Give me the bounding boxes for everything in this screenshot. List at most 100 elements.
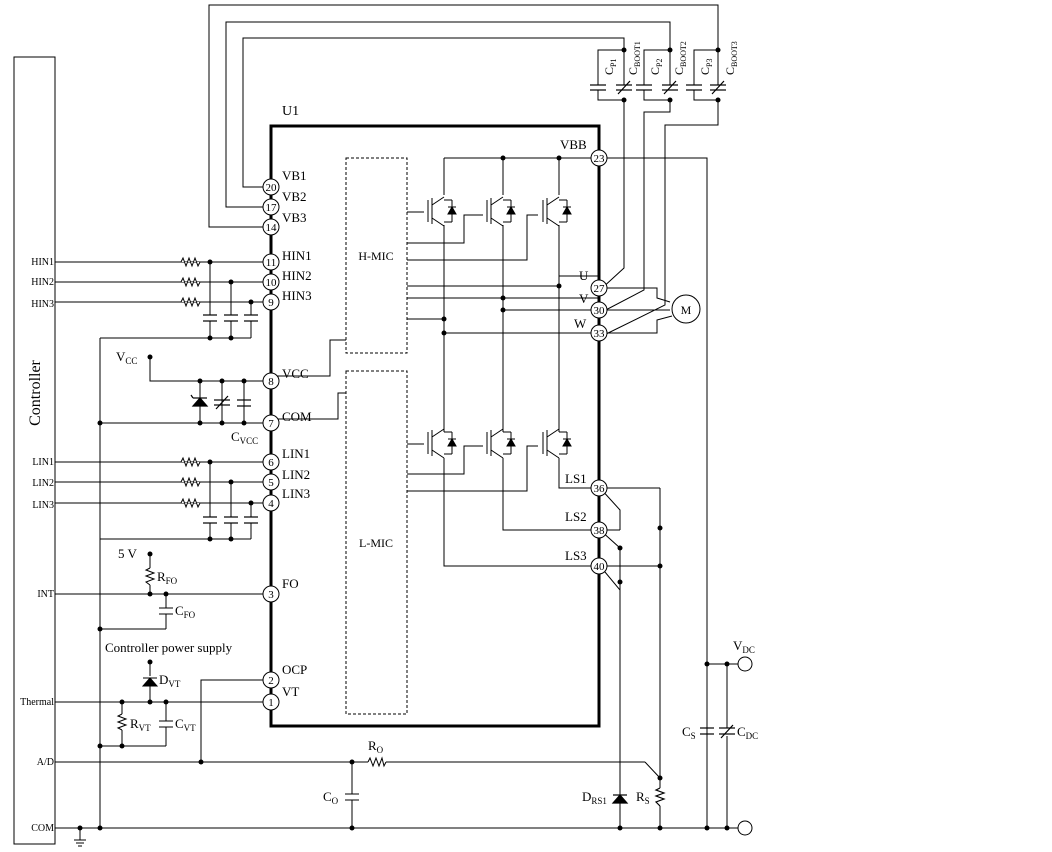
svg-text:7: 7	[268, 418, 274, 430]
com-terminal	[737, 820, 753, 836]
svg-text:HIN1: HIN1	[282, 248, 312, 263]
svg-text:COM: COM	[31, 823, 54, 834]
svg-text:HIN2: HIN2	[31, 277, 54, 288]
svg-text:5: 5	[268, 477, 274, 489]
svg-text:M: M	[681, 303, 692, 317]
vt-components	[116, 677, 173, 731]
svg-text:LIN3: LIN3	[282, 486, 310, 501]
svg-text:RS: RS	[636, 789, 650, 806]
svg-text:CDC: CDC	[737, 724, 758, 741]
svg-text:LIN1: LIN1	[282, 446, 310, 461]
controller-label: Controller	[27, 359, 44, 425]
svg-text:30: 30	[594, 305, 606, 317]
internal-wiring	[271, 157, 600, 567]
svg-text:20: 20	[266, 182, 278, 194]
svg-text:LIN1: LIN1	[32, 457, 54, 468]
lmic-label: L-MIC	[359, 536, 393, 550]
filter-capacitors	[203, 314, 258, 524]
svg-text:33: 33	[594, 328, 606, 340]
pin-names: VB1 VB2 VB3 HIN1 HIN2 HIN3 VCC COM LIN1 …	[282, 137, 589, 699]
svg-text:DVT: DVT	[159, 672, 181, 689]
controller-block	[13, 56, 56, 845]
svg-text:VDC: VDC	[733, 638, 755, 655]
svg-text:VCC: VCC	[116, 349, 137, 366]
svg-text:U: U	[579, 268, 589, 283]
svg-text:CBOOT2: CBOOT2	[672, 41, 688, 75]
svg-text:27: 27	[594, 283, 606, 295]
svg-text:1: 1	[268, 697, 274, 709]
svg-text:10: 10	[266, 277, 278, 289]
vdc-terminal	[737, 656, 753, 672]
svg-text:23: 23	[594, 153, 606, 165]
svg-text:11: 11	[266, 257, 277, 269]
component-labels: VCC CVCC 5 V RFO CFO Controller power su…	[105, 303, 758, 806]
input-resistors	[180, 256, 201, 509]
svg-text:DRS1: DRS1	[582, 789, 607, 806]
svg-text:W: W	[574, 316, 587, 331]
svg-text:CO: CO	[323, 789, 339, 806]
svg-text:14: 14	[266, 222, 278, 234]
svg-text:Controller power supply: Controller power supply	[105, 640, 233, 655]
svg-text:4: 4	[268, 498, 274, 510]
hmic-block	[345, 157, 408, 354]
svg-text:36: 36	[594, 483, 606, 495]
ic-body	[269, 124, 601, 728]
svg-text:8: 8	[268, 376, 274, 388]
svg-text:LIN2: LIN2	[32, 478, 54, 489]
controller-signals: HIN1 HIN2 HIN3 LIN1 LIN2 LIN3 INT Therma…	[20, 257, 54, 834]
svg-text:HIN3: HIN3	[31, 299, 54, 310]
ic-name: U1	[282, 104, 299, 119]
bootstrap-capacitors	[590, 80, 726, 95]
svg-text:CP2: CP2	[648, 59, 664, 75]
svg-text:CVCC: CVCC	[231, 429, 258, 446]
svg-text:LS3: LS3	[565, 548, 587, 563]
shunt-components	[611, 724, 735, 807]
svg-text:COM: COM	[282, 409, 312, 424]
svg-text:HIN3: HIN3	[282, 288, 312, 303]
hmic-label: H-MIC	[358, 249, 393, 263]
svg-text:6: 6	[268, 457, 274, 469]
motor-symbol	[671, 294, 701, 324]
svg-text:RVT: RVT	[130, 716, 151, 733]
svg-text:CFO: CFO	[175, 603, 196, 620]
bootstrap-wiring	[208, 4, 719, 338]
svg-text:17: 17	[266, 202, 278, 214]
svg-text:VB2: VB2	[282, 189, 307, 204]
left-wiring	[55, 261, 738, 847]
bootstrap-labels: CP1 CBOOT1 CP2 CBOOT2 CP3 CBOOT3	[602, 41, 739, 75]
vcc-components	[190, 394, 251, 410]
svg-text:VB1: VB1	[282, 168, 307, 183]
svg-text:FO: FO	[282, 576, 299, 591]
svg-text:CVT: CVT	[175, 716, 196, 733]
svg-text:INT: INT	[37, 589, 54, 600]
svg-text:VB3: VB3	[282, 210, 307, 225]
pin-numbers: 20 17 14 11 10 9 8 7 6 5 4 3 2 1 23 27 3…	[266, 153, 606, 709]
svg-text:CBOOT3: CBOOT3	[723, 41, 739, 75]
igbt-transistors	[427, 196, 572, 459]
svg-text:2: 2	[268, 675, 274, 687]
junction-dots	[77, 259, 730, 831]
shunt-wiring	[599, 157, 738, 828]
svg-text:CP3: CP3	[698, 59, 714, 75]
ro-co	[345, 756, 387, 801]
svg-text:CP1: CP1	[602, 59, 618, 75]
svg-text:RFO: RFO	[157, 569, 178, 586]
svg-text:HIN2: HIN2	[282, 268, 312, 283]
svg-text:VT: VT	[282, 684, 299, 699]
svg-text:VCC: VCC	[282, 366, 309, 381]
svg-text:38: 38	[594, 525, 606, 537]
svg-text:LS2: LS2	[565, 509, 587, 524]
svg-text:LIN2: LIN2	[282, 467, 310, 482]
bootstrap-dots	[621, 47, 721, 103]
svg-text:OCP: OCP	[282, 662, 307, 677]
internal-dots	[441, 155, 562, 336]
svg-text:VBB: VBB	[560, 137, 587, 152]
svg-text:5 V: 5 V	[118, 546, 138, 561]
fo-components	[144, 567, 173, 615]
svg-text:Thermal: Thermal	[20, 697, 54, 708]
svg-text:CBOOT1: CBOOT1	[626, 41, 642, 75]
svg-text:9: 9	[268, 297, 274, 309]
svg-text:A/D: A/D	[37, 757, 54, 768]
svg-text:LS1: LS1	[565, 471, 587, 486]
